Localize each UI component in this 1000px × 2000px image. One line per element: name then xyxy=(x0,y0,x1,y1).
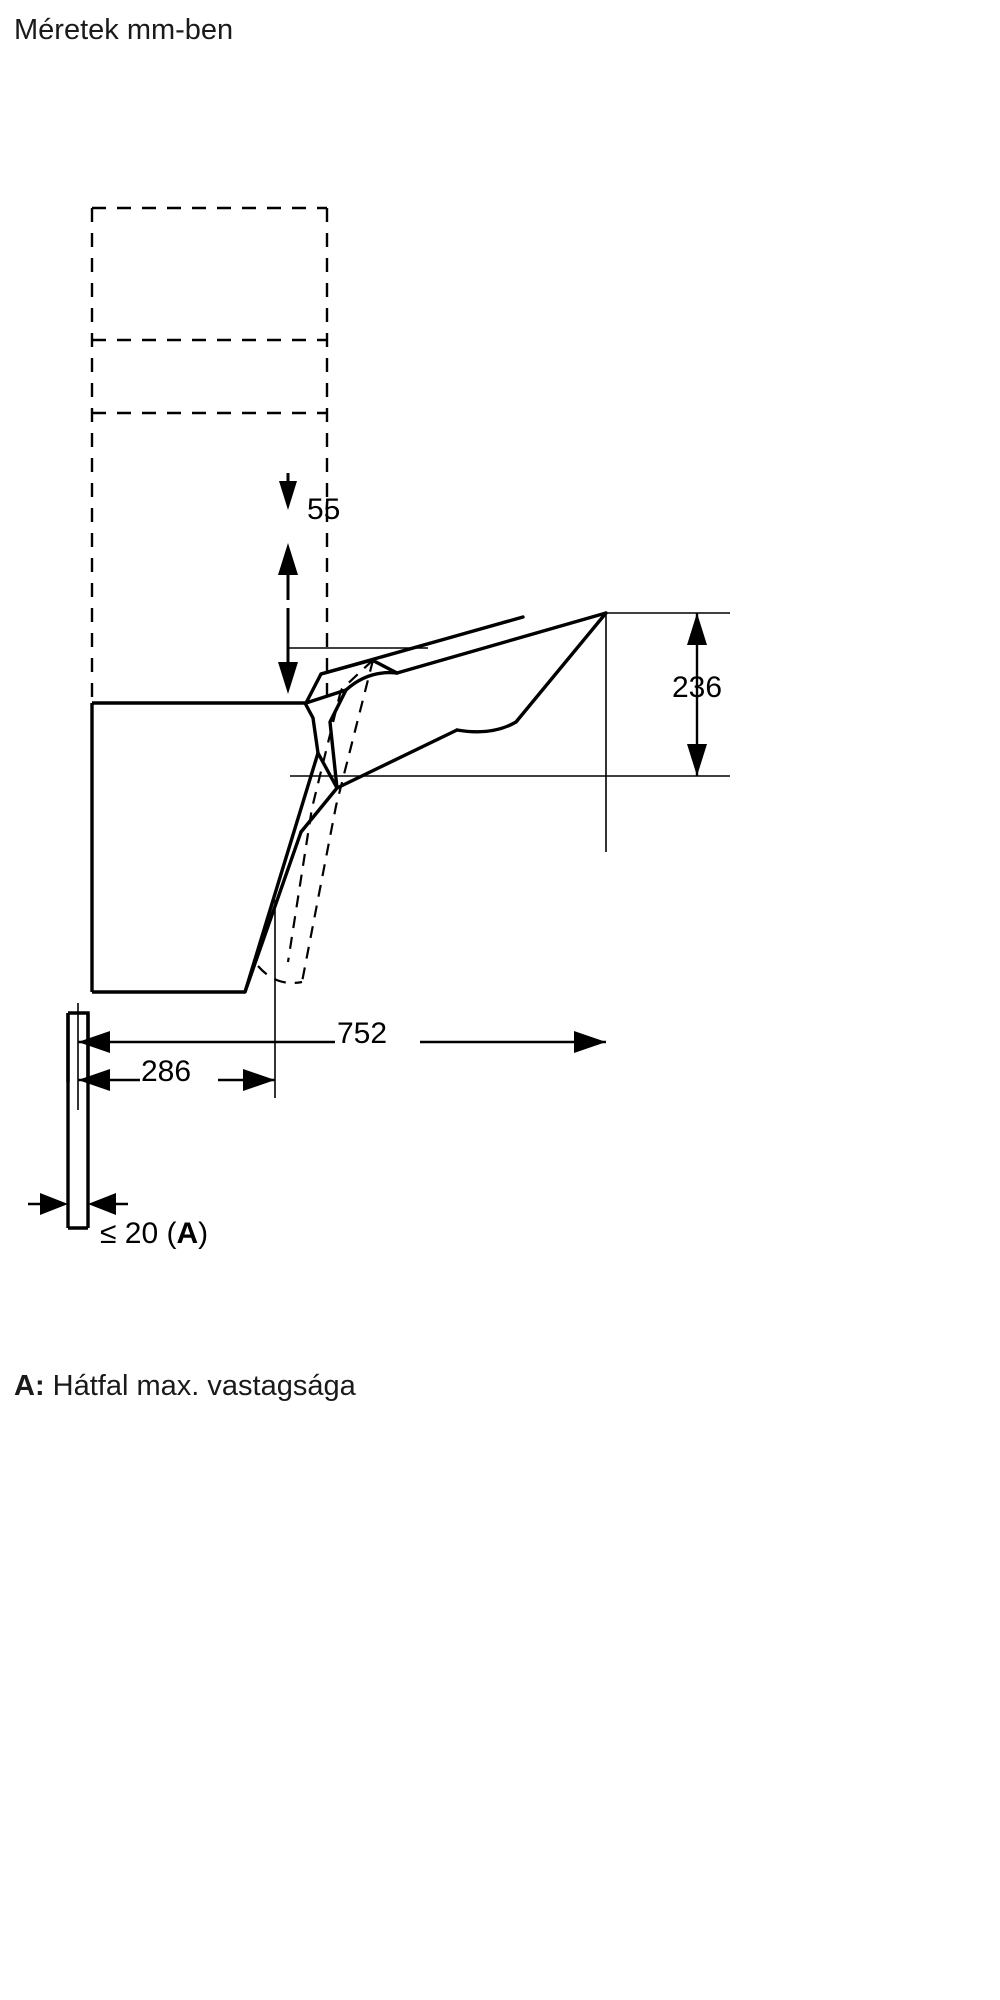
rear-wall-panel xyxy=(66,1011,90,1230)
dimension-55: 55 xyxy=(278,493,340,694)
dimension-236-label: 236 xyxy=(672,671,722,704)
hood-body xyxy=(90,701,320,994)
dimension-55-upper-arrowhead xyxy=(279,481,297,510)
dimension-236-arrow-down xyxy=(687,744,707,776)
dimension-236: 236 xyxy=(672,613,722,776)
dimension-752-arrow-right xyxy=(574,1031,606,1053)
footnote-key: A: xyxy=(14,1370,45,1402)
flap-closed-position-dashed xyxy=(257,659,375,984)
page-title: Méretek mm-ben xyxy=(14,14,234,46)
dimension-55-arrow-down xyxy=(278,662,298,694)
dimension-286-label: 286 xyxy=(141,1055,191,1088)
dimension-752-arrow-left xyxy=(78,1031,110,1053)
flap-upper-panel-top xyxy=(395,611,608,675)
footnote-text: Hátfal max. vastagsága xyxy=(52,1370,356,1402)
rear-wall-body xyxy=(66,1082,90,1228)
flap-swing-arc xyxy=(257,965,303,984)
dimension-55-label: 55 xyxy=(307,493,340,526)
hood-flap-assembly xyxy=(243,611,608,994)
dimension-752: 752 xyxy=(78,1017,606,1053)
flap-front-lip xyxy=(455,611,608,734)
witness-lines xyxy=(77,612,730,1110)
cabinet-outline-dashed xyxy=(90,206,329,703)
hood-front-notch xyxy=(303,702,320,754)
flap-lower-long-edge xyxy=(243,830,303,994)
flap-closed-top-edge xyxy=(340,659,374,691)
dimension-752-label: 752 xyxy=(337,1017,387,1050)
dimension-55-arrow-up xyxy=(278,543,298,575)
dimension-286: 286 xyxy=(78,1055,275,1091)
wall-thickness-close: ) xyxy=(198,1217,208,1250)
flap-lower-panel-left xyxy=(316,751,339,790)
dimension-wall-thickness-label: ≤ 20 (A) xyxy=(100,1217,208,1250)
dimension-286-arrow-left xyxy=(78,1069,110,1091)
wall-thickness-value: ≤ 20 ( xyxy=(100,1217,177,1250)
flap-closed-front-edge xyxy=(300,659,375,983)
dimension-wall-arrow-left xyxy=(88,1193,116,1215)
dimension-55-pair xyxy=(279,473,297,510)
flap-mid-strut xyxy=(328,688,348,790)
dimension-286-arrow-right xyxy=(243,1069,275,1091)
dimension-wall-thickness: ≤ 20 (A) xyxy=(28,1193,208,1250)
flap-hinge-top-tip xyxy=(370,658,399,675)
dimension-wall-arrow-right xyxy=(40,1193,68,1215)
flap-lower-panel-top xyxy=(335,728,459,790)
wall-thickness-ref: A xyxy=(177,1217,199,1250)
flap-upper-panel-inner xyxy=(319,615,525,676)
footnote: A: Hátfal max. vastagsága xyxy=(14,1368,356,1404)
dimension-236-arrow-up xyxy=(687,613,707,645)
flap-lower-panel-edge xyxy=(299,786,339,834)
